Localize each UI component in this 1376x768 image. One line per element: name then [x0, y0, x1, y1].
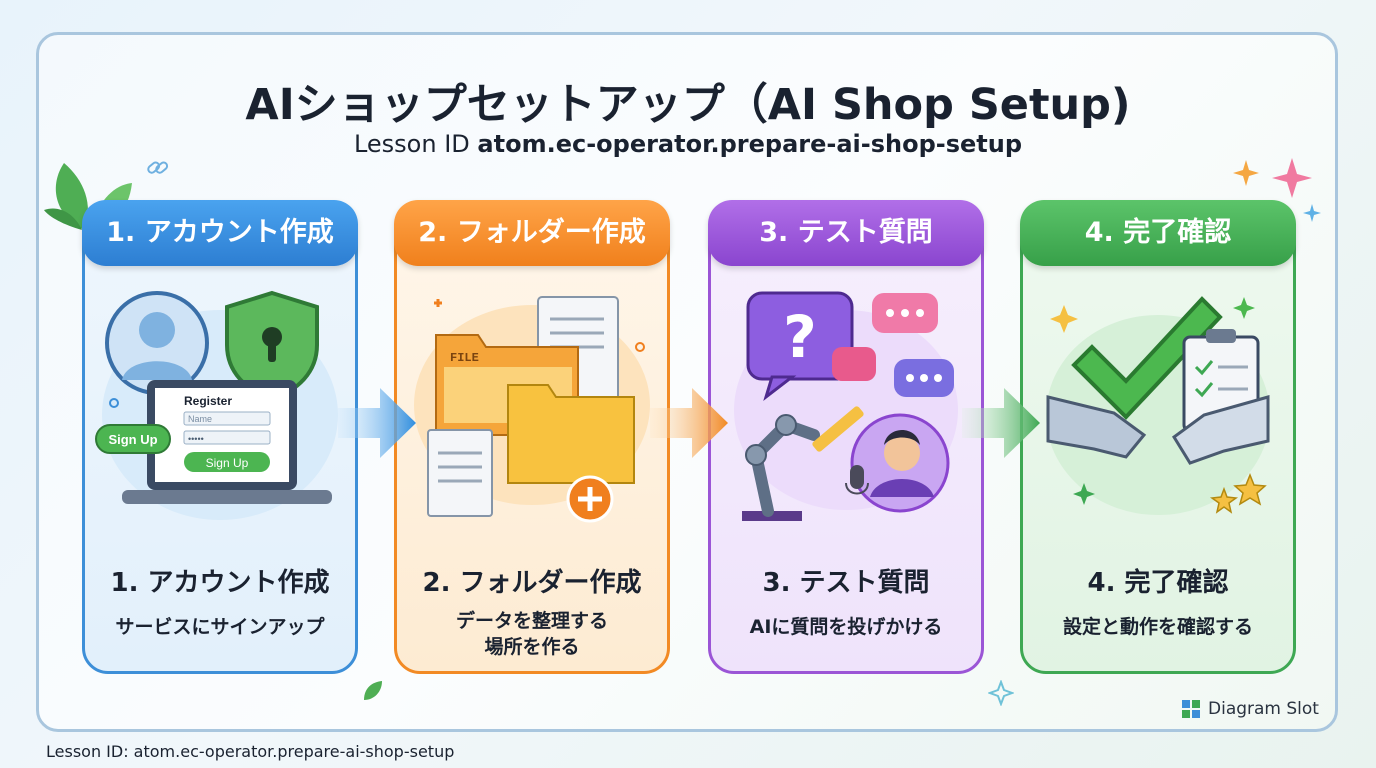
- sparkle-decoration-icon: [1233, 158, 1321, 222]
- step-2-title: 2. フォルダー作成: [422, 568, 642, 598]
- step-4-desc-line: 設定と動作を確認する: [1062, 616, 1253, 638]
- file-label: FILE: [450, 351, 479, 365]
- step-3-description: AIに質問を投げかける: [708, 614, 984, 640]
- small-sparkle-icon: [988, 680, 1014, 706]
- folder-creation-illustration: FILE: [414, 296, 650, 523]
- step-1-title: 1. アカウント作成: [110, 568, 330, 598]
- arrow-right-icon-1: [338, 388, 416, 458]
- step-2-header: 2. フォルダー作成: [394, 200, 670, 266]
- register-label: Register: [184, 394, 232, 408]
- step-2-desc-line-1: データを整理する: [455, 610, 608, 632]
- account-creation-illustration: Register Name ••••• Sign Up Sign Up: [95, 290, 338, 520]
- page-title: AIショップセットアップ（AI Shop Setup): [245, 80, 1131, 130]
- lesson-id-value: atom.ec-operator.prepare-ai-shop-setup: [477, 130, 1023, 158]
- sign-up-tag: Sign Up: [108, 432, 157, 447]
- step-3-header: 3. テスト質問: [708, 200, 984, 266]
- step-3-title: 3. テスト質問: [762, 568, 930, 598]
- completion-check-illustration: [1046, 296, 1270, 515]
- footer-lesson-id: Lesson ID: atom.ec-operator.prepare-ai-s…: [46, 742, 455, 761]
- test-question-illustration: ?: [734, 291, 958, 521]
- step-4-title: 4. 完了確認: [1087, 568, 1229, 598]
- step-2-description: データを整理する 場所を作る: [394, 608, 670, 660]
- diagram-slot-badge: Diagram Slot: [1180, 698, 1319, 720]
- step-3-desc-line: AIに質問を投げかける: [749, 616, 943, 638]
- small-leaf-icon: [364, 681, 382, 700]
- step-4-description: 設定と動作を確認する: [1020, 614, 1296, 640]
- step-1-desc-line: サービスにサインアップ: [115, 616, 325, 638]
- step-2-desc-line-2: 場所を作る: [484, 636, 580, 658]
- lesson-id-line: Lesson ID atom.ec-operator.prepare-ai-sh…: [0, 130, 1376, 158]
- name-placeholder: Name: [188, 414, 212, 424]
- lesson-id-prefix: Lesson ID: [353, 130, 470, 158]
- arrow-right-icon-3: [962, 388, 1040, 458]
- sign-up-button-art: Sign Up: [206, 456, 249, 470]
- step-1-header: 1. アカウント作成: [82, 200, 358, 266]
- link-icon: [147, 161, 169, 174]
- step-1-description: サービスにサインアップ: [82, 614, 358, 640]
- diagram-slot-logo-icon: [1182, 700, 1200, 718]
- diagram-slot-label: Diagram Slot: [1208, 699, 1319, 719]
- svg-text:?: ?: [783, 303, 817, 371]
- arrow-right-icon-2: [650, 388, 728, 458]
- password-dots: •••••: [188, 434, 204, 444]
- step-4-header: 4. 完了確認: [1020, 200, 1296, 266]
